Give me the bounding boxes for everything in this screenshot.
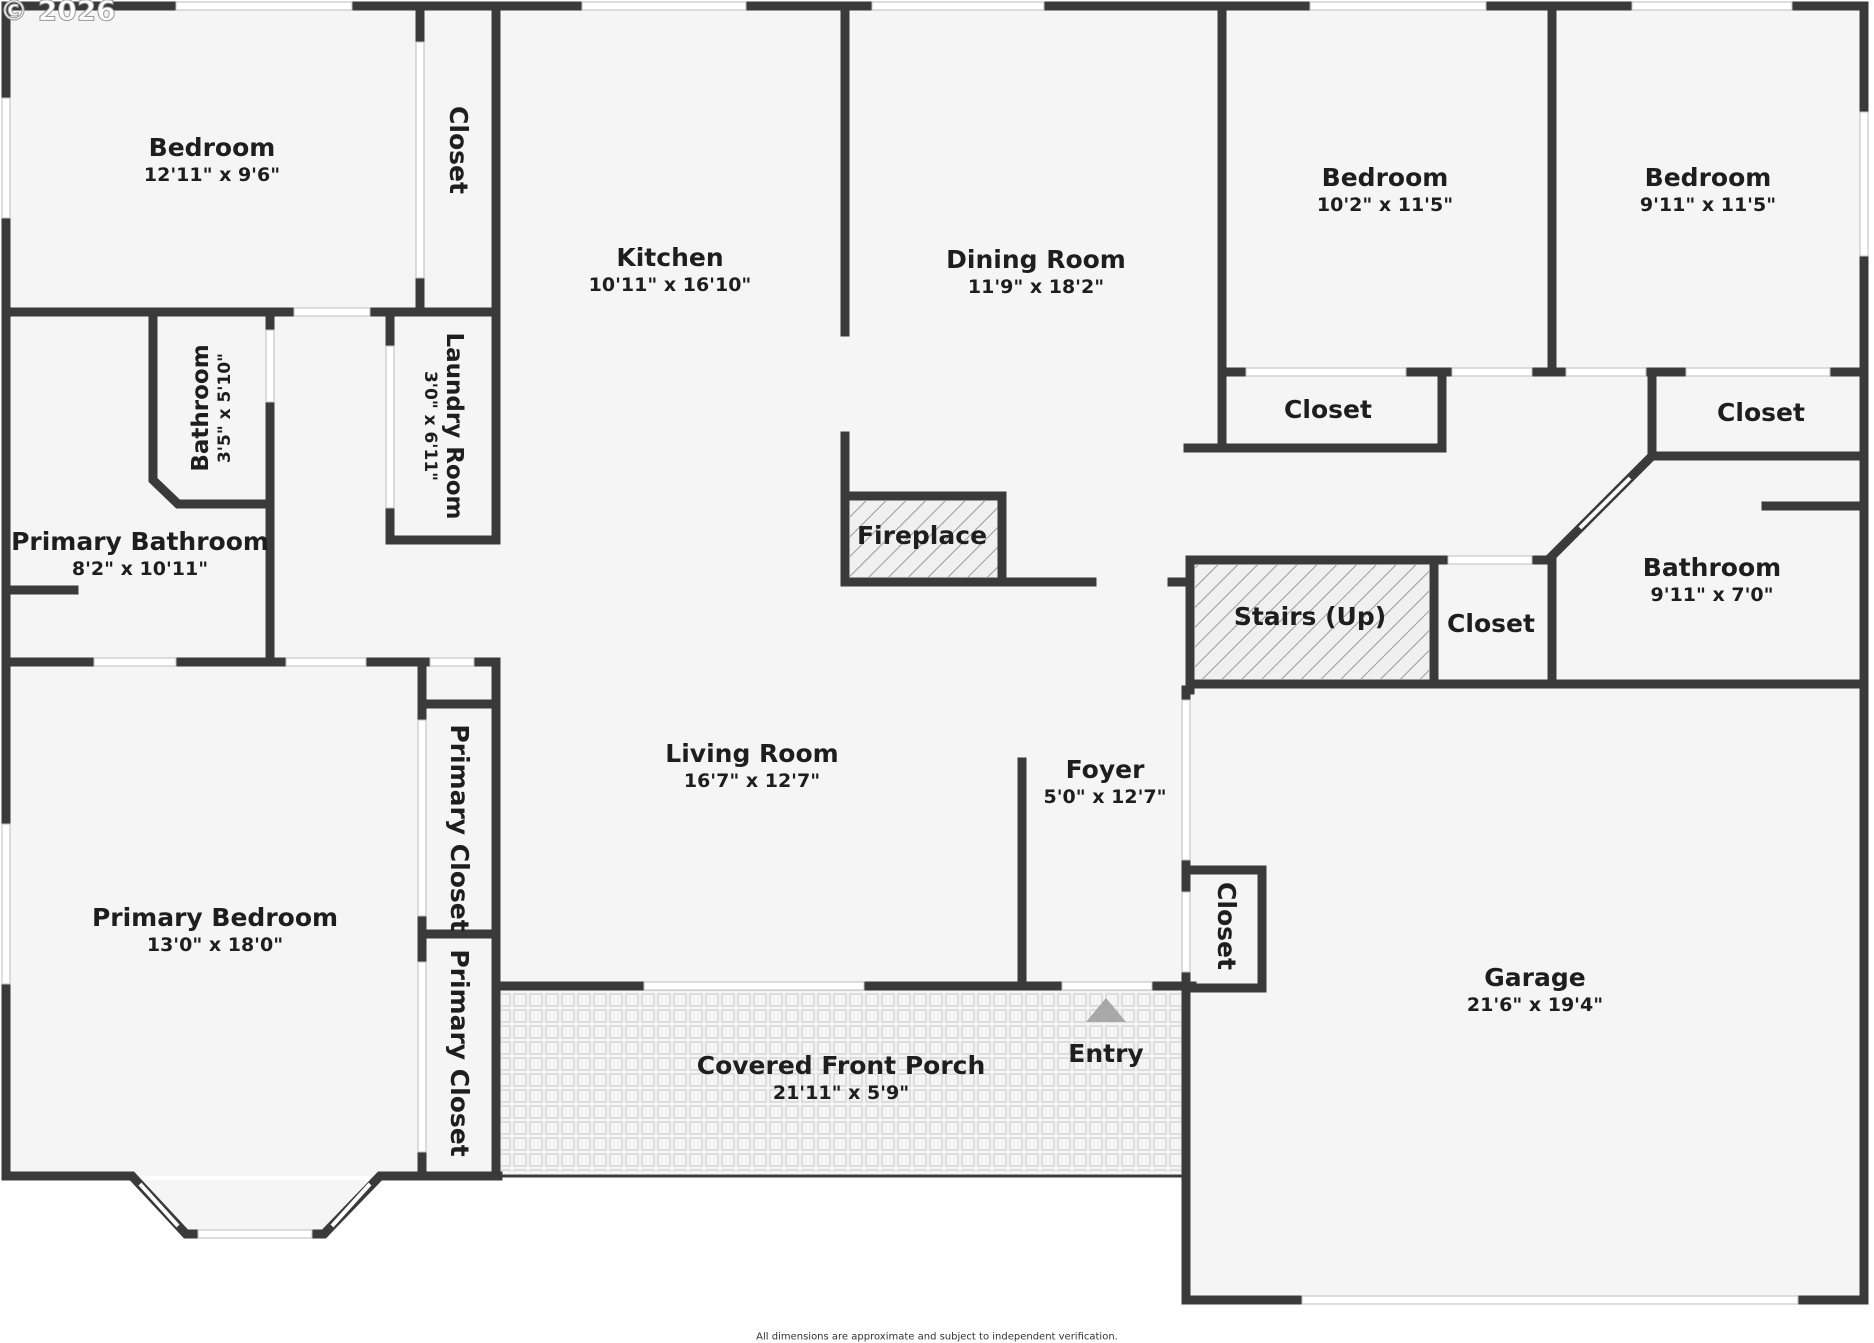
bay-windows: [138, 476, 1632, 1228]
entry-arrow-icon: [1086, 998, 1126, 1022]
porch-tile-area: [500, 986, 1186, 1172]
windows: [1, 1, 1869, 1305]
copyright-mark: © 2026: [0, 0, 116, 28]
disclaimer-text: All dimensions are approximate and subje…: [756, 1331, 1118, 1343]
stairs-hatch: [1195, 565, 1429, 679]
fireplace-hatch: [850, 501, 998, 577]
